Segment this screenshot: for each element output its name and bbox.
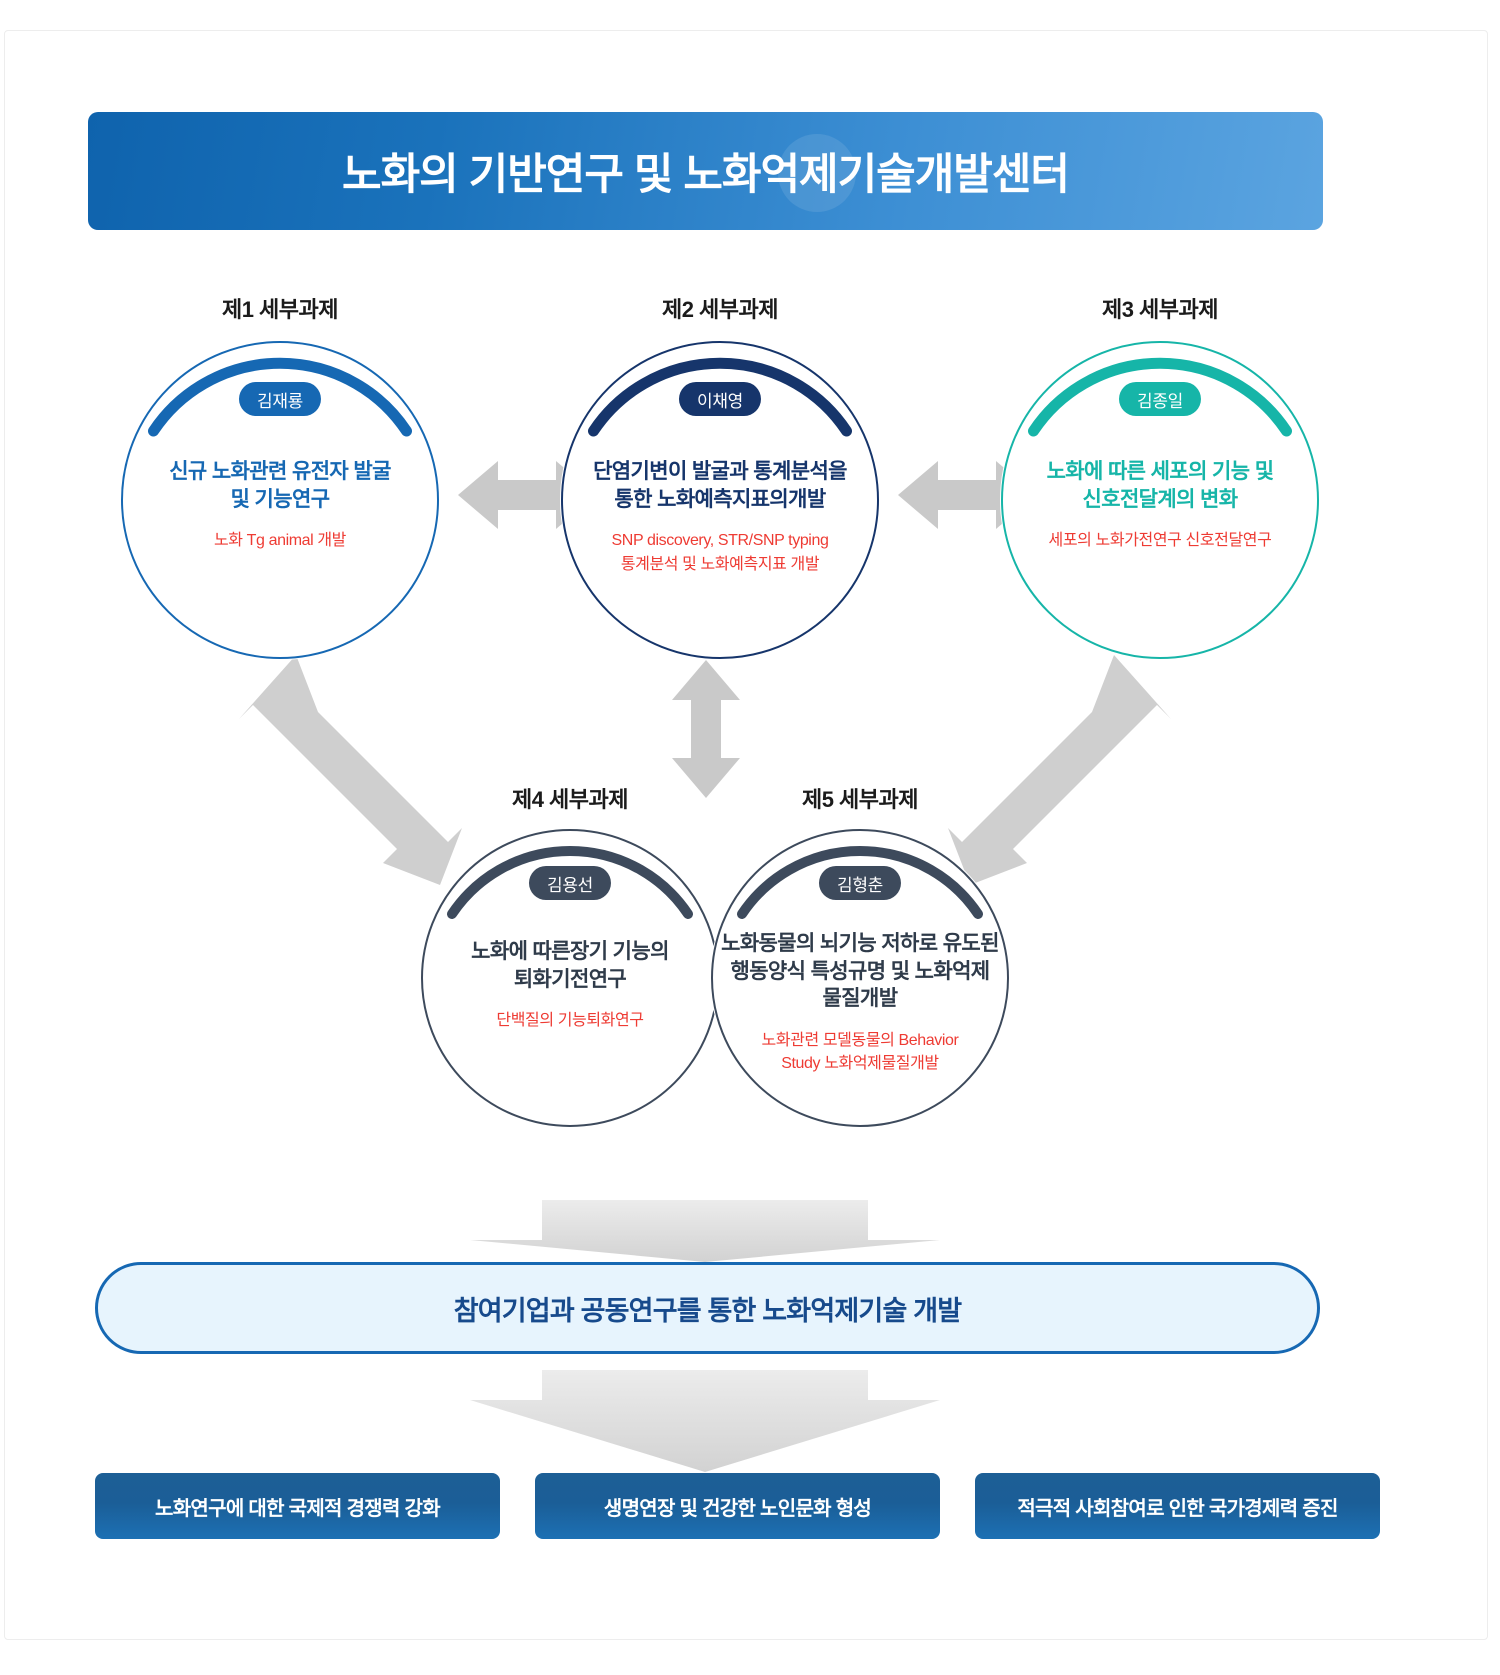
subtask-4-title: 제4 세부과제 <box>511 787 629 812</box>
subtask-5-leader-name: 김형춘 <box>836 875 884 895</box>
banner-watermark-icon <box>778 134 856 212</box>
subtask-4-leader-badge: 김용선 <box>528 866 612 900</box>
subtask-4-main-text: 노화에 따른장기 기능의 퇴화기전연구 <box>471 940 669 991</box>
collaboration-bar[interactable]: 참여기업과 공동연구를 통한 노화억제기술 개발 <box>95 1262 1320 1354</box>
subtask-2-sub-text: SNP discovery, STR/SNP typing 통계분석 및 노화예… <box>611 532 829 573</box>
subtask-2-circle <box>560 340 880 660</box>
subtask-1-main-text: 신규 노화관련 유전자 발굴 및 기능연구 <box>169 460 391 511</box>
outcome-box-2[interactable]: 생명연장 및 건강한 노인문화 형성 <box>535 1473 940 1539</box>
subtask-5-main-text: 노화동물의 뇌기능 저하로 유도된 행동양식 특성규명 및 노화억제 물질개발 <box>721 932 999 1011</box>
subtask-3-main-text: 노화에 따른 세포의 기능 및 신호전달계의 변화 <box>1046 460 1274 511</box>
page-title: 노화의 기반연구 및 노화억제기술개발센터 <box>342 151 1070 199</box>
subtask-3-title: 제3 세부과제 <box>1101 297 1219 322</box>
outcome-label-2: 생명연장 및 건강한 노인문화 형성 <box>603 1497 872 1520</box>
subtask-5-sub-text: 노화관련 모델동물의 Behavior Study 노화억제물질개발 <box>761 1032 959 1073</box>
subtask-2-leader-badge: 이채영 <box>678 382 762 416</box>
subtask-4-node[interactable]: 제4 세부과제 김용선 노화에 따른장기 기능의 퇴화기전연구 단백질의 기능퇴… <box>420 782 720 1132</box>
subtask-1-sub-text: 노화 Tg animal 개발 <box>213 532 347 550</box>
subtask-3-leader-name: 김종일 <box>1136 391 1184 411</box>
subtask-1-leader-badge: 김재룡 <box>238 382 322 416</box>
subtask-3-sub-text: 세포의 노화가전연구 신호전달연구 <box>1048 532 1272 550</box>
outcome-label-1: 노화연구에 대한 국제적 경쟁력 강화 <box>155 1497 441 1520</box>
subtask-1-node[interactable]: 제1 세부과제 김재룡 신규 노화관련 유전자 발굴 및 기능연구 노화 Tg … <box>120 292 440 662</box>
outcome-box-3[interactable]: 적극적 사회참여로 인한 국가경제력 증진 <box>975 1473 1380 1539</box>
collaboration-label: 참여기업과 공동연구를 통한 노화억제기술 개발 <box>453 1295 962 1326</box>
outcome-label-3: 적극적 사회참여로 인한 국가경제력 증진 <box>1017 1497 1338 1520</box>
subtask-5-leader-badge: 김형춘 <box>818 866 902 900</box>
subtask-2-node[interactable]: 제2 세부과제 이채영 단염기변이 발굴과 통계분석을 통한 노화예측지표의개발… <box>560 292 880 662</box>
subtask-1-leader-name: 김재룡 <box>256 391 304 411</box>
center-title-banner: 노화의 기반연구 및 노화억제기술개발센터 <box>88 112 1323 230</box>
subtask-2-main-text: 단염기변이 발굴과 통계분석을 통한 노화예측지표의개발 <box>593 460 847 511</box>
subtask-1-title: 제1 세부과제 <box>221 297 339 322</box>
subtask-2-leader-name: 이채영 <box>696 391 744 411</box>
subtask-5-node[interactable]: 제5 세부과제 김형춘 노화동물의 뇌기능 저하로 유도된 행동양식 특성규명 … <box>710 782 1010 1132</box>
subtask-4-leader-name: 김용선 <box>546 875 594 895</box>
subtask-3-leader-badge: 김종일 <box>1118 382 1202 416</box>
subtask-5-title: 제5 세부과제 <box>801 787 919 812</box>
subtask-3-node[interactable]: 제3 세부과제 김종일 노화에 따른 세포의 기능 및 신호전달계의 변화 세포… <box>1000 292 1320 662</box>
outcome-box-1[interactable]: 노화연구에 대한 국제적 경쟁력 강화 <box>95 1473 500 1539</box>
subtask-4-sub-text: 단백질의 기능퇴화연구 <box>496 1012 644 1030</box>
subtask-2-title: 제2 세부과제 <box>661 297 779 322</box>
